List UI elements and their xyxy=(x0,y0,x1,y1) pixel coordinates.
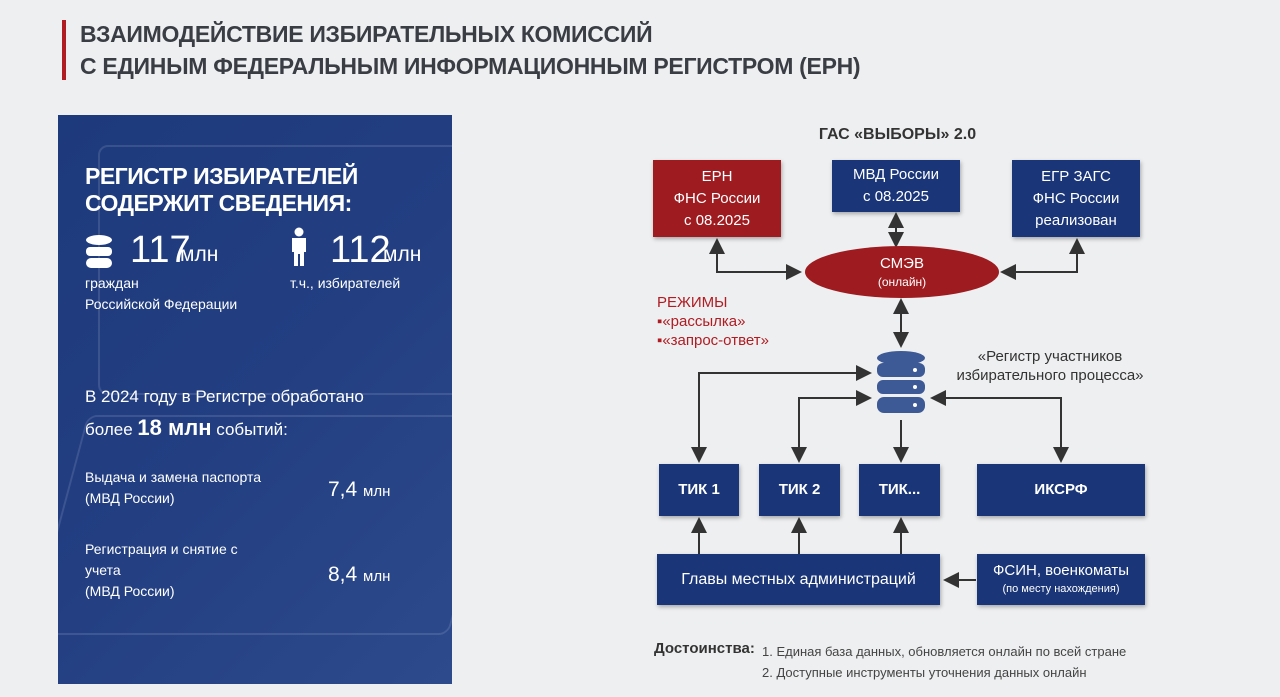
diagram-title: ГАС «ВЫБОРЫ» 2.0 xyxy=(818,126,977,143)
voters-count: 112 xyxy=(330,229,391,271)
page-title-line1: ВЗАИМОДЕЙСТВИЕ ИЗБИРАТЕЛЬНЫХ КОМИССИЙ xyxy=(80,21,653,47)
local-heads-box: Главы местных администраций xyxy=(657,554,940,605)
database-icon xyxy=(86,235,112,268)
events-count: 18 млн xyxy=(137,415,212,440)
fsin-box: ФСИН, военкоматы(по месту нахождения) xyxy=(977,554,1145,605)
connector-zags-smev xyxy=(1000,238,1085,280)
citizens-label: граждан xyxy=(85,275,139,291)
person-icon xyxy=(292,227,306,266)
processed-line2: более 18 млн событий: xyxy=(85,415,288,440)
page-title-line2: С ЕДИНЫМ ФЕДЕРАЛЬНЫМ ИНФОРМАЦИОННЫМ РЕГИ… xyxy=(80,53,861,79)
laptop-screen-decoration xyxy=(98,145,452,395)
advantages-list: 1. Единая база данных, обновляется онлай… xyxy=(762,644,1127,680)
citizens-unit: млн xyxy=(180,243,219,266)
connector-iksrf-registry xyxy=(930,390,1069,463)
citizens-label-2: Российской Федерации xyxy=(85,296,238,312)
title-accent-bar xyxy=(62,20,66,80)
voters-label: т.ч., избирателей xyxy=(290,275,401,291)
event-item-passport: Выдача и замена паспорта(МВД России) xyxy=(85,469,262,506)
voters-unit: млн xyxy=(383,243,422,266)
tik1-box: ТИК 1 xyxy=(659,464,739,516)
panel-heading-1: РЕГИСТР ИЗБИРАТЕЛЕЙ xyxy=(85,163,358,189)
smev-label: СМЭВ(онлайн) xyxy=(877,255,927,289)
processed-line1: В 2024 году в Регистре обработано xyxy=(85,387,364,406)
smev-ellipse xyxy=(805,246,999,298)
advantages-label: Достоинства: xyxy=(654,640,755,657)
modes-list: РЕЖИМЫ▪«рассылка»▪«запрос-ответ» xyxy=(657,294,769,349)
iksrf-box: ИКСРФ xyxy=(977,464,1145,516)
registration-value: 8,4 млн xyxy=(328,563,391,586)
citizens-count: 117 xyxy=(130,229,191,271)
register-info-panel: РЕГИСТР ИЗБИРАТЕЛЕЙ СОДЕРЖИТ СВЕДЕНИЯ: 1… xyxy=(58,115,452,684)
panel-heading-2: СОДЕРЖИТ СВЕДЕНИЯ: xyxy=(85,190,352,216)
registry-database-icon xyxy=(877,351,925,413)
connector-ern-smev xyxy=(709,238,802,280)
passport-value: 7,4 млн xyxy=(328,478,391,501)
connector-tik1-registry xyxy=(691,365,872,463)
tik2-box: ТИК 2 xyxy=(759,464,840,516)
tik-more-box: ТИК... xyxy=(859,464,940,516)
connector-tik2-registry xyxy=(791,390,872,463)
